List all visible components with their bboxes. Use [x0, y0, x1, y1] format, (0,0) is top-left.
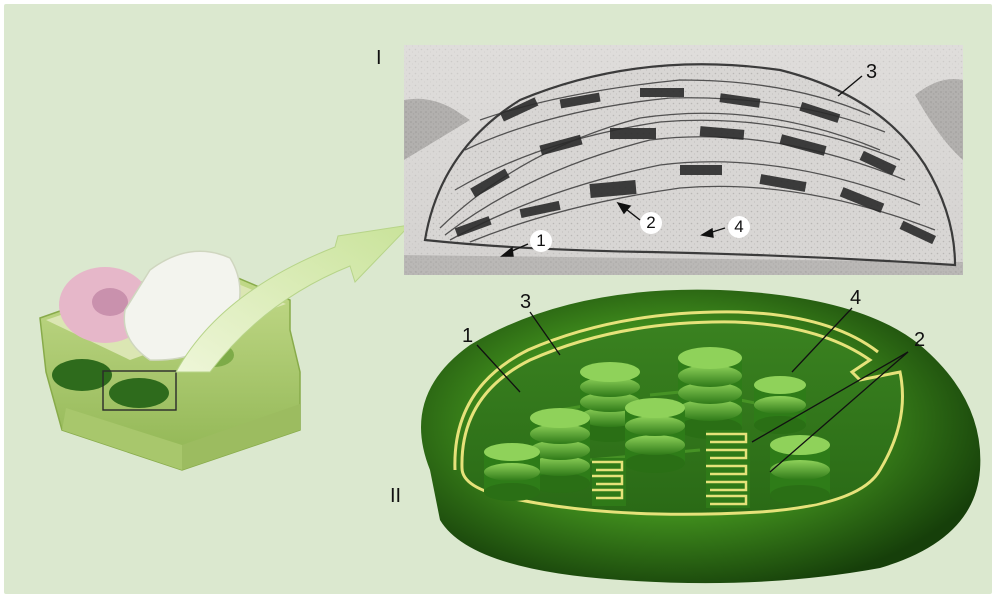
- model-label-3: 3: [520, 292, 531, 312]
- model-label-1: 1: [462, 326, 473, 346]
- chloroplast-model: [421, 290, 980, 584]
- panel-label-model: II: [390, 486, 401, 506]
- electron-micrograph: [404, 45, 963, 275]
- model-label-2: 2: [914, 330, 925, 350]
- micrograph-label-1: 1: [530, 230, 552, 252]
- micrograph-label-4: 4: [728, 216, 750, 238]
- micrograph-label-2: 2: [640, 212, 662, 234]
- panel-label-micrograph: I: [376, 48, 382, 68]
- micrograph-label-3: 3: [866, 62, 877, 82]
- model-label-4: 4: [850, 288, 861, 308]
- cell-chloroplast: [109, 378, 169, 408]
